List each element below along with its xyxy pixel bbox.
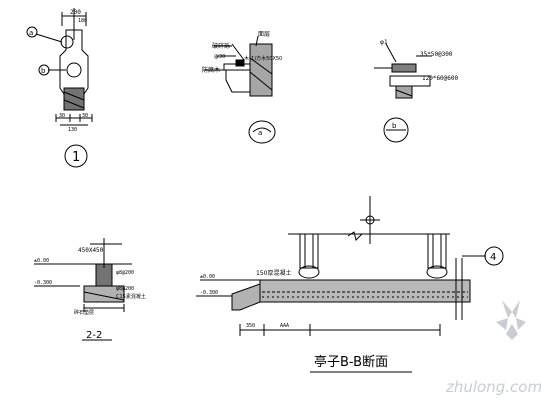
- section-2-2: [34, 238, 132, 341]
- label-rebar2: φ8@200: [116, 286, 134, 292]
- detail-number-text: 1: [72, 150, 80, 165]
- round-member: [60, 35, 74, 49]
- watermark: zhulong.com: [445, 300, 541, 396]
- wall-block-hatch: [249, 43, 273, 97]
- label-1: 破碎砾: [212, 42, 230, 50]
- center-mark: [365, 215, 375, 225]
- section-title: 2-2: [86, 330, 102, 341]
- dim-bottom-text: 30: [59, 113, 65, 119]
- symbol-arc: [252, 127, 272, 133]
- support-hatch: [395, 85, 413, 99]
- label-3: 木(1)方木50X50: [244, 55, 282, 62]
- watermark-text: zhulong.com: [445, 378, 541, 396]
- hatch-line: [395, 89, 413, 97]
- watermark-logo: [496, 300, 526, 340]
- step-hatch: [231, 283, 261, 311]
- detail-number-text: b: [392, 122, 397, 130]
- detail-number-circle: [248, 120, 276, 144]
- hatch-line: [83, 291, 125, 301]
- label-elev2: -0.300: [34, 280, 52, 286]
- break-mark: [347, 231, 363, 241]
- dim-top-text: 200: [70, 9, 81, 16]
- label-2: 35*50@300: [420, 51, 453, 58]
- leader-line: [231, 43, 245, 61]
- label-rebar1: φ8@200: [116, 270, 134, 276]
- fastener: [235, 59, 245, 67]
- column: [95, 263, 113, 287]
- label-slab: 150厚混凝土: [256, 269, 291, 277]
- column-left: [299, 233, 319, 269]
- label-size: 450X450: [78, 247, 104, 254]
- section-b-b: [196, 196, 504, 373]
- curb-outline: [225, 70, 250, 93]
- detail-number-circle: [64, 144, 88, 168]
- dim-bottom2-text: 30: [82, 113, 88, 119]
- leader-line: [385, 43, 397, 63]
- dim-2-text: AAA: [280, 323, 289, 329]
- detail-b: [374, 43, 432, 143]
- dim-top2-text: 180: [78, 18, 87, 24]
- callout-circle: [484, 246, 504, 266]
- dim-1-text: 350: [246, 323, 255, 329]
- callout-b-text: b: [41, 67, 46, 75]
- hatch-line: [249, 57, 273, 75]
- detail-1: [26, 8, 93, 168]
- label-4: 防腐木: [202, 66, 220, 74]
- leader-line: [35, 33, 63, 43]
- section-title: 亭子B-B断面: [314, 354, 388, 370]
- hatch-line: [249, 71, 273, 91]
- label-gravel: 碎石垫层: [74, 309, 94, 316]
- label-concrete: C15素混凝土: [116, 293, 146, 300]
- joist: [391, 63, 417, 73]
- round-member: [66, 62, 82, 78]
- column-right: [427, 233, 447, 269]
- callout-b-circle: [38, 64, 50, 76]
- label-elev1: ±0.00: [200, 274, 215, 280]
- label-2: 面层: [258, 31, 270, 38]
- detail-number-circle: [383, 117, 409, 143]
- hatch-line: [63, 99, 85, 109]
- label-elev1: ±0.00: [34, 258, 49, 264]
- column-base-left: [298, 265, 320, 279]
- callout-text: 4: [490, 252, 496, 263]
- dim-bottom3-text: 130: [68, 127, 77, 133]
- label-5: @30: [214, 54, 225, 60]
- detail-number-text: a: [258, 129, 262, 137]
- label-3: 120*60@600: [422, 75, 459, 82]
- label-1: φ1: [380, 39, 388, 46]
- callout-a-text: a: [29, 29, 33, 37]
- leader-line: [255, 35, 259, 47]
- hatch-line: [63, 91, 85, 101]
- detail-a: [204, 35, 276, 144]
- column-base-right: [426, 265, 448, 279]
- slab-hatch: [259, 279, 471, 303]
- label-elev2: -0.300: [200, 290, 218, 296]
- callout-a-circle: [26, 26, 38, 38]
